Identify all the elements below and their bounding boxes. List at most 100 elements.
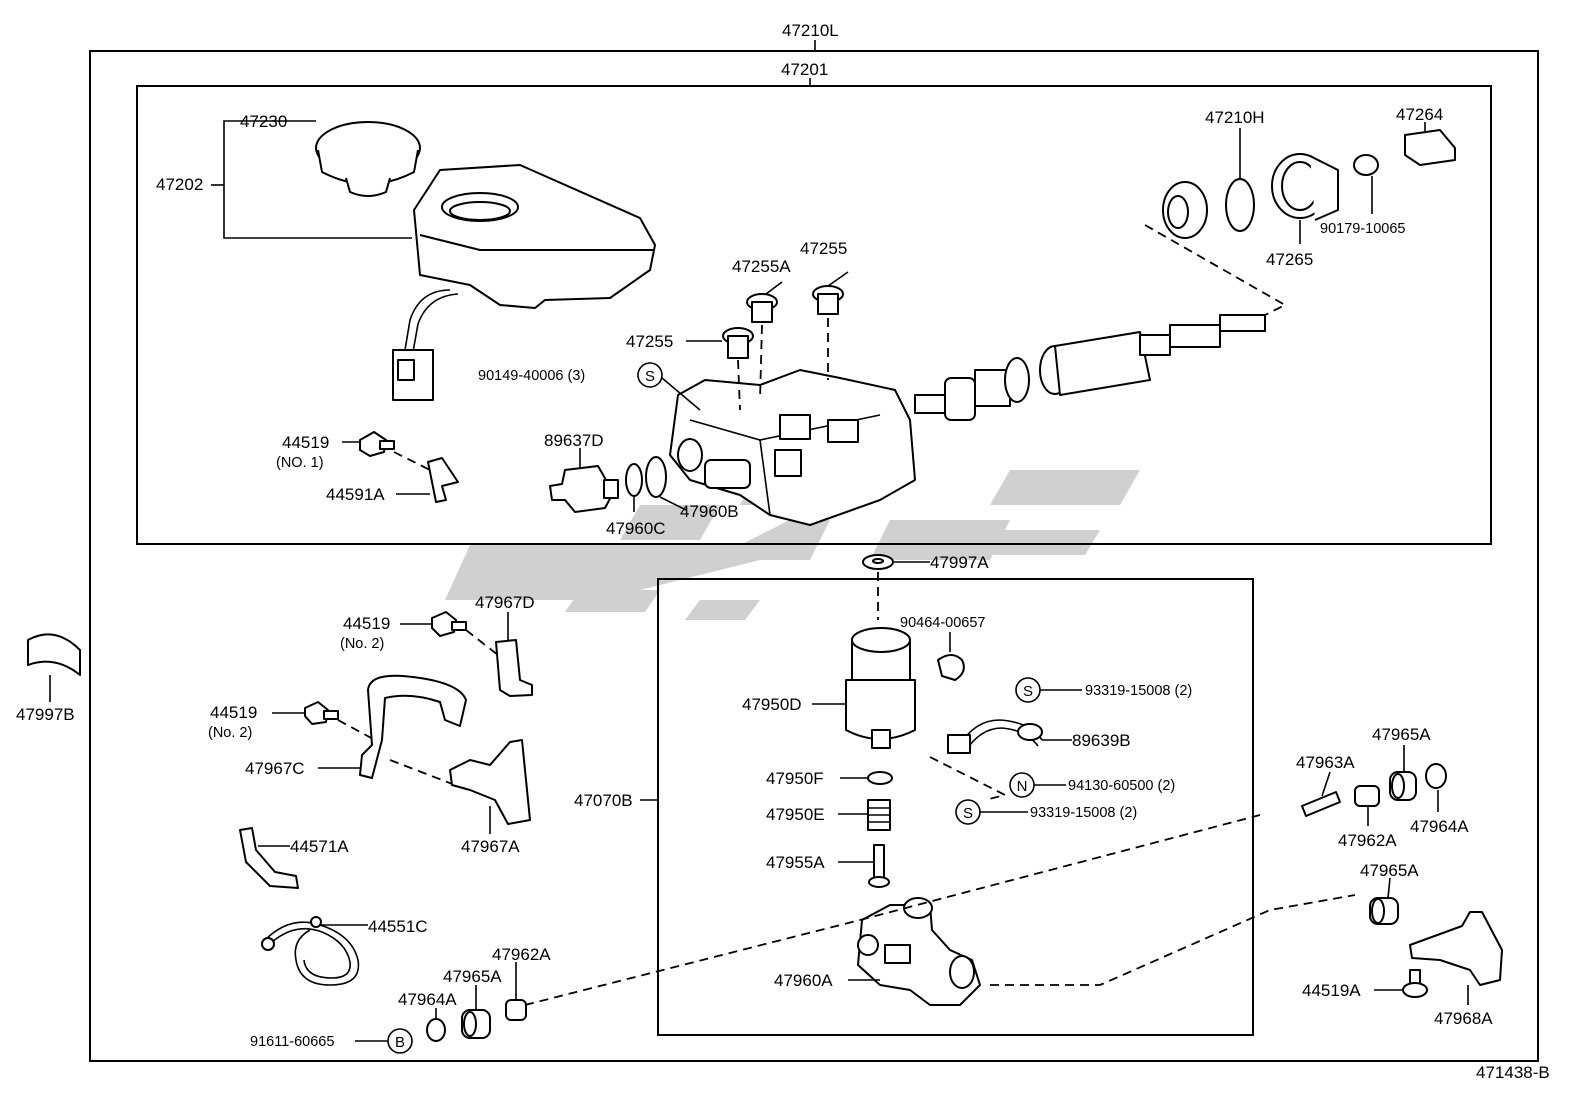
label-47967c: 47967C [245,759,305,778]
label-47950d: 47950D [742,695,802,714]
reservoir-cap-part [315,121,421,197]
label-94130-60500: 94130-60500 (2) [1068,778,1175,794]
label-47967a: 47967A [461,837,520,856]
label-47955a: 47955A [766,853,825,872]
standard-b-text: B [395,1034,405,1051]
label-47960c: 47960C [606,519,666,538]
bracket-44591a-part [427,457,459,503]
label-47265: 47265 [1266,250,1313,269]
label-no2b-note: (No. 2) [208,725,252,741]
label-47950f: 47950F [766,769,824,788]
label-44519-no1: 44519 [282,433,329,452]
label-47964a-right: 47964A [1410,817,1469,836]
label-47070b: 47070B [574,791,633,810]
spring-47950e-part [867,799,891,831]
nut-part [1353,154,1379,176]
label-47962a-right: 47962A [1338,831,1397,850]
pump-frame [657,578,1254,1036]
label-89639b: 89639B [1072,731,1131,750]
boot-part [1271,153,1339,221]
label-44519a: 44519A [1302,981,1361,1000]
bracket-47968a-part [1409,911,1503,986]
standard-s-text-1: S [645,368,655,385]
label-47997a: 47997A [930,553,989,572]
label-44591a: 44591A [326,485,385,504]
bracket-47967c-part [359,674,467,779]
bracket-47967d-part [495,639,533,697]
cushion-47965a-left-part [461,1009,491,1039]
reservoir-tank-part [392,164,656,401]
label-47202: 47202 [156,175,203,194]
label-47962a-left: 47962A [492,945,551,964]
label-47965a-right2: 47965A [1360,861,1419,880]
label-no2a-note: (No. 2) [340,636,384,652]
label-no1-note: (NO. 1) [276,455,324,471]
cushion-47965a-right2-part [1369,897,1399,925]
pin-47963a-part [1301,791,1341,817]
standard-n-text: N [1017,778,1028,795]
label-93319-top: 93319-15008 (2) [1085,683,1192,699]
label-47255a: 47255A [732,257,791,276]
label-44551c: 44551C [368,917,428,936]
label-47210l: 47210L [782,21,839,40]
label-44519-no2a: 44519 [343,614,390,633]
bolt-no1-part [359,431,395,457]
plug-47255-upper-part [812,285,844,315]
label-47255-lower: 47255 [626,332,673,351]
cushion-47964a-left-part [426,1018,446,1042]
bolt-44519a-part [1402,969,1428,998]
clevis-part [1404,129,1456,166]
label-89637d: 89637D [544,431,604,450]
hose-44571a-part [239,827,299,889]
bolt-no2b-part [304,701,339,725]
ring-47950f-part [867,771,893,785]
label-47965a-left: 47965A [443,967,502,986]
plug-47255-lower-part [722,327,754,359]
standard-s-text-3: S [963,805,973,822]
clip-90464-part [937,654,965,681]
label-90464-00657: 90464-00657 [900,615,985,631]
label-47264: 47264 [1396,105,1443,124]
label-47230: 47230 [240,112,287,131]
cushion-47962a-right-part [1354,785,1380,807]
cushion-47965a-right-part [1389,771,1417,801]
label-93319-bot: 93319-15008 (2) [1030,805,1137,821]
label-47965a-right1: 47965A [1372,725,1431,744]
master-cylinder-frame [136,85,1492,545]
label-47960a: 47960A [774,971,833,990]
bracket-47967a-part [449,739,531,825]
label-47963a: 47963A [1296,753,1355,772]
washer-47997a-part [862,554,894,570]
cushion-47962a-left-part [505,999,527,1021]
bolt-47955a-part [868,844,890,888]
label-44519-no2b: 44519 [210,703,257,722]
pump-47960a-part [857,897,981,1006]
label-47255-upper: 47255 [800,239,847,258]
label-47968a: 47968A [1434,1009,1493,1028]
label-47964a-left: 47964A [398,990,457,1009]
standard-s-text-2: S [1023,683,1033,700]
standard-s-symbol-1 [637,362,663,388]
motor-47950d-part [845,627,916,749]
outer-frame [89,50,1539,1062]
watermark-logo [445,470,1140,620]
label-47950e: 47950E [766,805,825,824]
standard-b-symbol [387,1028,413,1054]
label-47960b: 47960B [680,502,739,521]
piston-rod-part [914,314,1266,421]
label-47967d: 47967D [475,593,535,612]
seal-part [1162,181,1208,239]
label-44571a: 44571A [290,837,349,856]
hose-44551c-part [261,916,360,986]
label-47210h: 47210H [1205,108,1265,127]
master-cylinder-body-part [669,369,916,526]
bolt-no2a-part [431,611,467,637]
snap-ring-part [1225,178,1255,232]
harness-89639b-part [947,719,1043,754]
oring-47960c-part [625,463,643,497]
cushion-47964a-right-part [1425,763,1447,789]
label-47201: 47201 [781,60,828,79]
clip-47997b-part [27,633,81,676]
oring-47960b-part [645,456,667,498]
